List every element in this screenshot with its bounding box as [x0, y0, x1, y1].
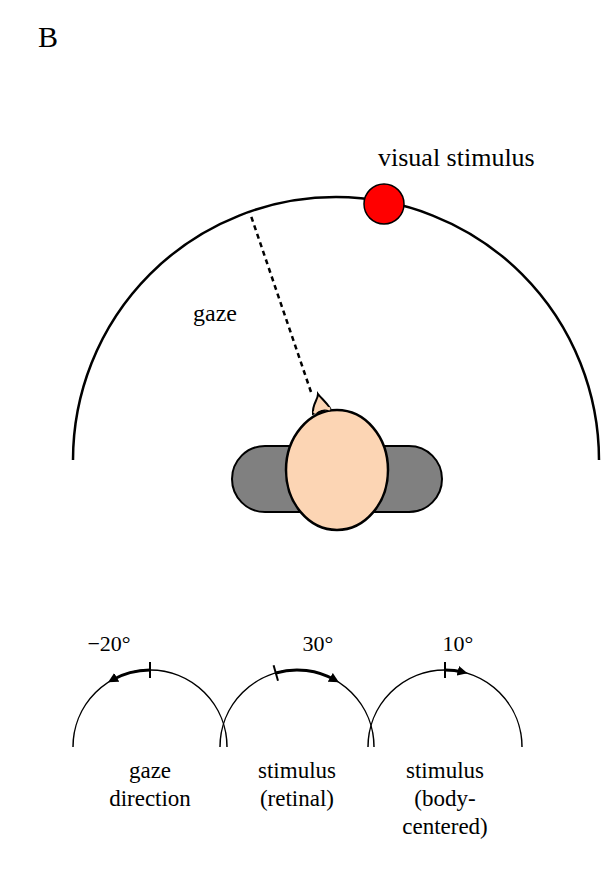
gaze-line [250, 213, 311, 392]
angle-arrow [112, 670, 151, 680]
dial-outline [212, 625, 382, 855]
angle-dial: −20° gaze direction [65, 625, 235, 855]
angle-dial: 30° stimulus (retinal) [212, 625, 382, 855]
panel-letter: B [38, 20, 58, 55]
angle-dial: 10° stimulus (body- centered) [360, 625, 530, 855]
angle-value: −20° [87, 631, 130, 656]
angle-arrow [276, 670, 336, 680]
annotation-label: gaze [193, 300, 237, 328]
angle-arrow [445, 670, 464, 672]
annotation-label: visual stimulus [378, 143, 535, 173]
dial-label: stimulus (body- centered) [397, 757, 493, 841]
dial-label: gaze direction [102, 757, 198, 813]
stimulus-dot [364, 184, 404, 224]
dial-arc [73, 670, 227, 747]
angle-value: 10° [443, 631, 474, 656]
dial-label: stimulus (retinal) [249, 757, 345, 813]
dial-arc [220, 670, 374, 747]
head [286, 410, 388, 530]
dial-outline [65, 625, 235, 855]
angle-value: 30° [303, 631, 334, 656]
dial-arc [368, 670, 522, 747]
nose-join [314, 408, 330, 413]
